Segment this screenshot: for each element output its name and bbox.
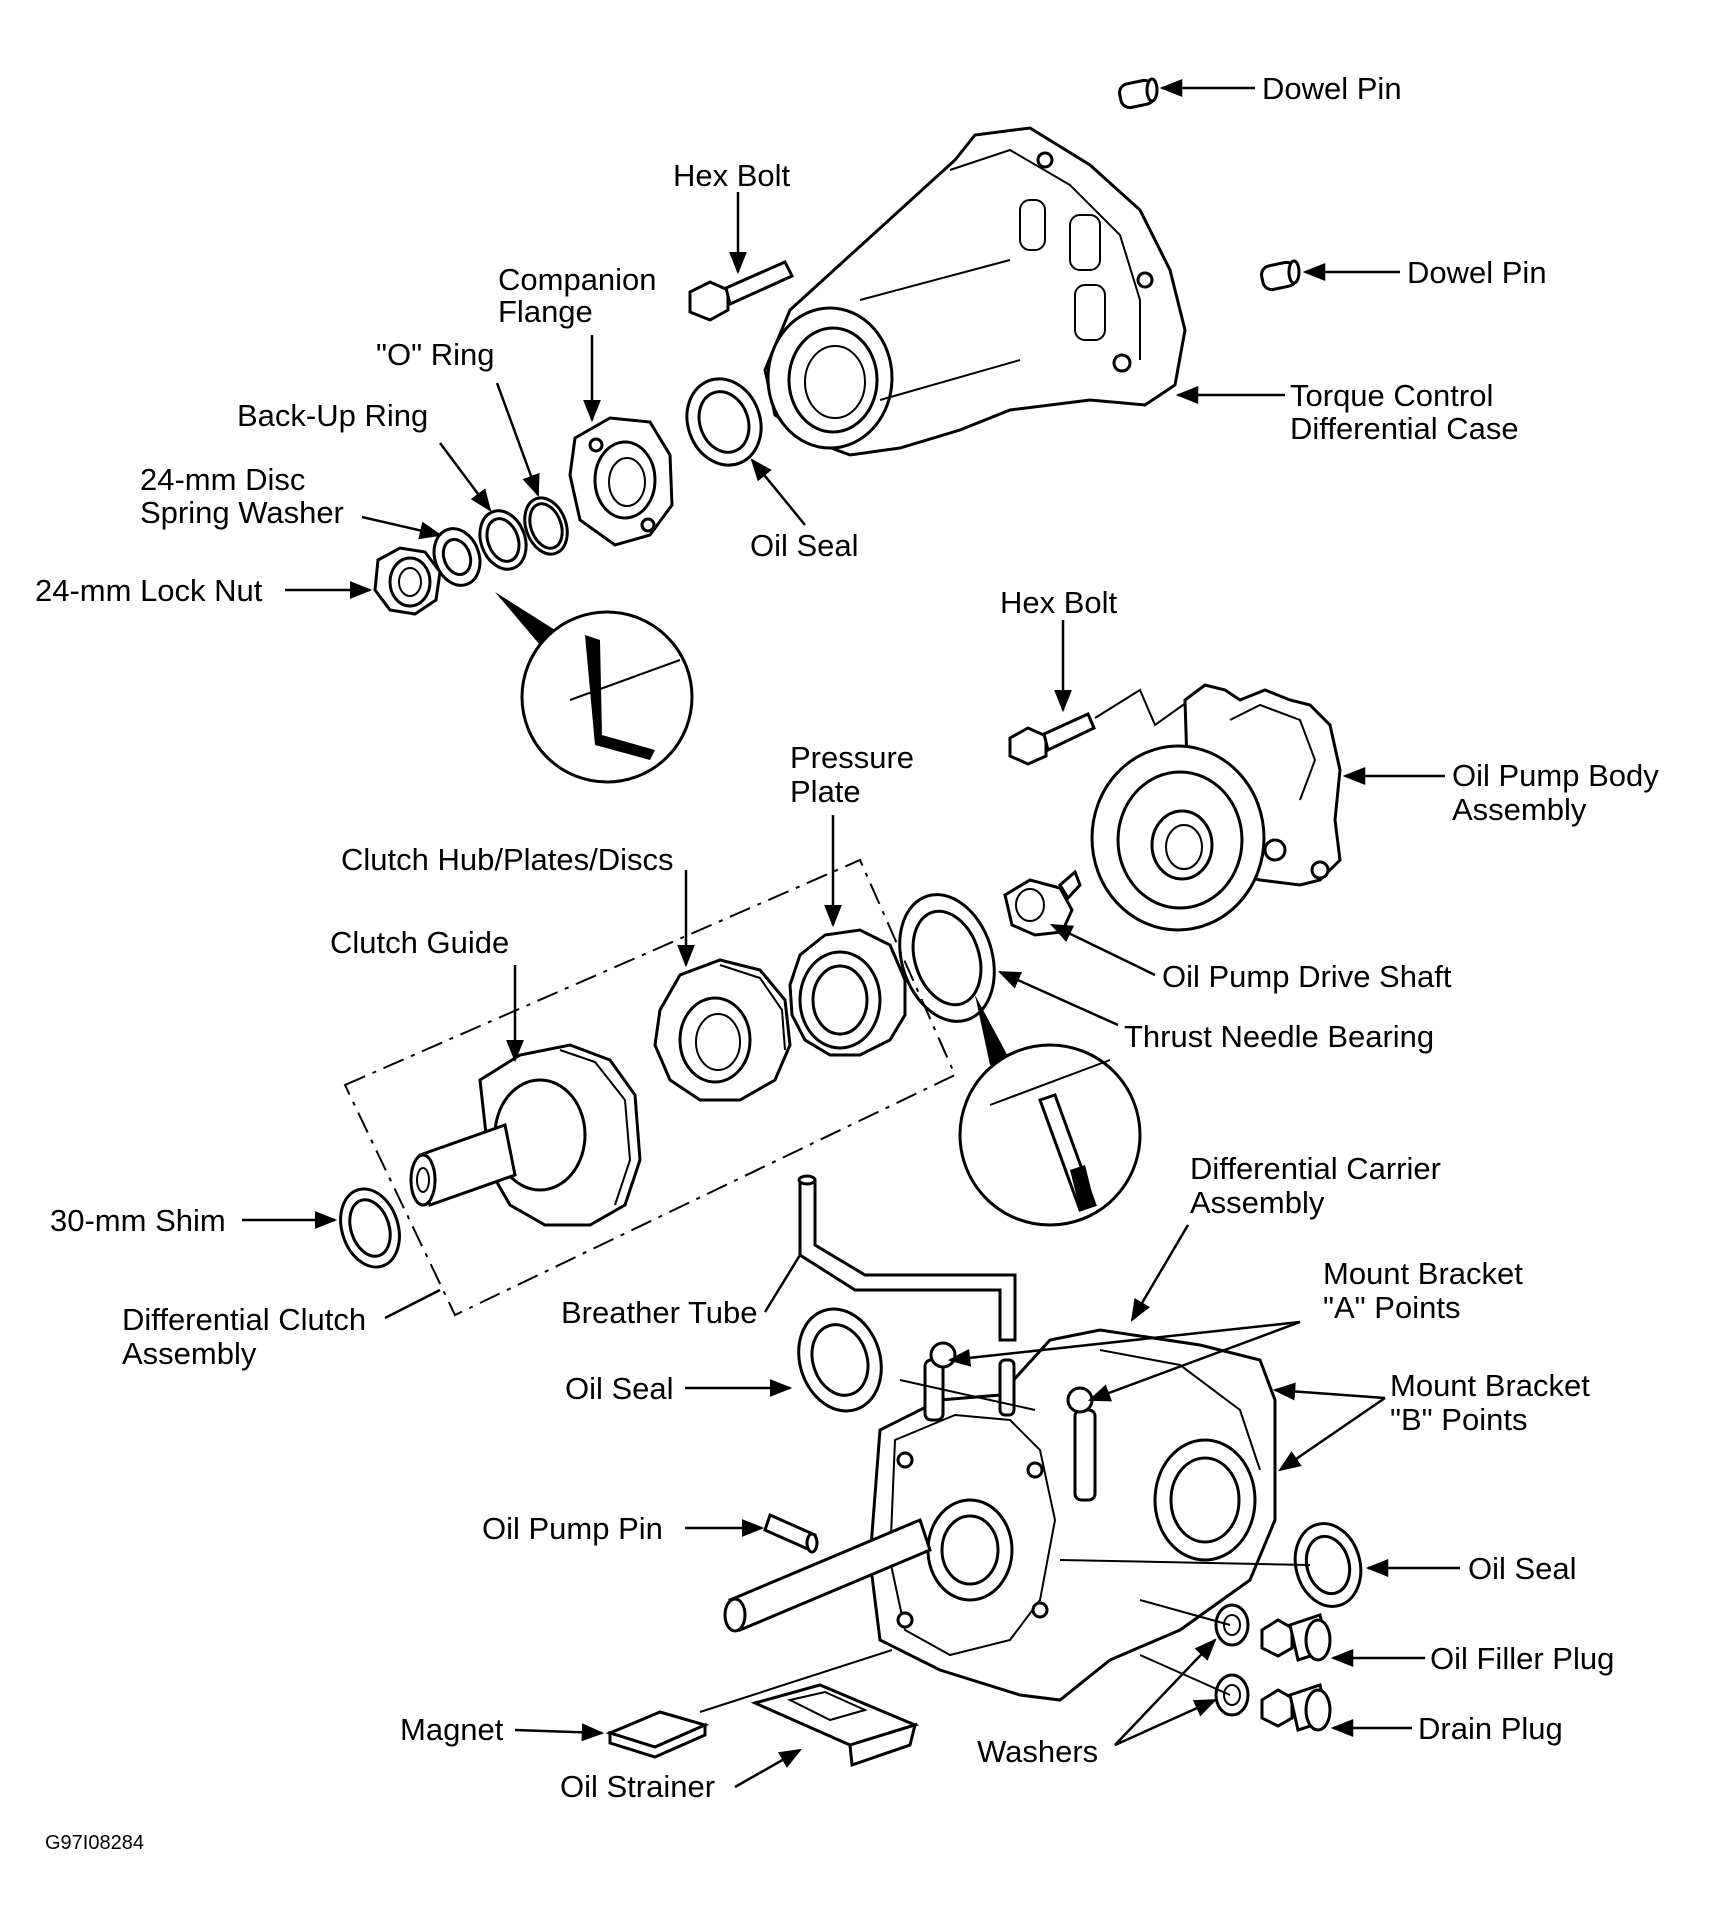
lock-nut-icon <box>373 546 442 616</box>
label-torque-case-line2: Differential Case <box>1290 411 1519 446</box>
label-dowel-pin-top: Dowel Pin <box>1262 71 1402 106</box>
dowel-pin-top-icon <box>1118 77 1159 110</box>
dowel-pin-mid-icon <box>1260 259 1301 292</box>
oil-pump-pin-icon <box>763 1512 819 1554</box>
label-oil-seal-top: Oil Seal <box>750 528 859 563</box>
label-oil-seal-left: Oil Seal <box>565 1371 674 1406</box>
label-mount-b-line1: Mount Bracket <box>1390 1368 1590 1403</box>
label-clutch-guide: Clutch Guide <box>330 925 509 960</box>
label-disc-spring-washer-line2: Spring Washer <box>140 495 344 530</box>
label-diff-carrier-line1: Differential Carrier <box>1190 1151 1441 1186</box>
label-oil-pump-drive-shaft: Oil Pump Drive Shaft <box>1162 959 1452 994</box>
breather-tube-icon <box>797 1174 1017 1342</box>
label-o-ring: "O" Ring <box>376 337 495 372</box>
label-lock-nut: 24-mm Lock Nut <box>35 573 263 608</box>
companion-flange-icon <box>568 416 674 547</box>
label-diff-carrier-line2: Assembly <box>1190 1185 1325 1220</box>
oil-pump-body-assembly-icon <box>1090 683 1342 932</box>
o-ring-icon <box>523 496 569 556</box>
label-diff-clutch-line2: Assembly <box>122 1336 257 1371</box>
label-hex-bolt-top: Hex Bolt <box>673 158 791 193</box>
label-companion-flange-line2: Flange <box>498 294 593 329</box>
figure-code: G97I08284 <box>45 1832 144 1854</box>
label-dowel-pin-mid: Dowel Pin <box>1407 255 1547 290</box>
label-breather-tube: Breather Tube <box>561 1295 757 1330</box>
differential-carrier-assembly-icon <box>723 1328 1277 1702</box>
differential-clutch-assembly-frame <box>343 858 957 1317</box>
oil-pump-drive-shaft-icon <box>1003 869 1082 937</box>
label-drain-plug: Drain Plug <box>1418 1711 1563 1746</box>
disc-spring-washer-icon <box>432 527 482 587</box>
oil-seal-top-icon <box>685 377 763 467</box>
oil-filler-plug-icon <box>1260 1613 1332 1662</box>
pressure-plate-icon <box>788 928 907 1057</box>
label-oil-seal-right: Oil Seal <box>1468 1551 1577 1586</box>
label-mount-b-line2: "B" Points <box>1390 1402 1527 1437</box>
oil-seal-right-icon <box>1293 1522 1363 1608</box>
label-back-up-ring: Back-Up Ring <box>237 398 428 433</box>
washer-section-detail-icon <box>495 592 694 784</box>
label-hex-bolt-mid: Hex Bolt <box>1000 585 1118 620</box>
washer-lower-icon <box>1214 1673 1250 1717</box>
clutch-guide-icon <box>409 1043 642 1227</box>
label-oil-pump-body-line1: Oil Pump Body <box>1452 758 1659 793</box>
label-mount-a-line2: "A" Points <box>1323 1290 1460 1325</box>
thrust-needle-bearing-icon <box>898 893 996 1023</box>
back-up-ring-icon <box>478 509 528 571</box>
label-disc-spring-washer-line1: 24-mm Disc <box>140 462 305 497</box>
label-torque-case-line1: Torque Control <box>1290 378 1493 413</box>
oil-seal-left-icon <box>797 1307 883 1413</box>
label-thrust-needle-bearing: Thrust Needle Bearing <box>1124 1019 1434 1054</box>
label-companion-flange-line1: Companion <box>498 262 657 297</box>
label-clutch-hub: Clutch Hub/Plates/Discs <box>341 842 674 877</box>
shim-icon <box>339 1187 401 1269</box>
part-labels: Dowel Pin Dowel Pin Hex Bolt Companion F… <box>35 71 1659 1854</box>
hex-bolt-mid-icon <box>1008 688 1191 766</box>
label-oil-filler-plug: Oil Filler Plug <box>1430 1641 1614 1676</box>
drain-plug-icon <box>1260 1683 1332 1732</box>
label-oil-strainer: Oil Strainer <box>560 1769 715 1804</box>
oil-strainer-icon <box>750 1683 920 1768</box>
hex-bolt-top-icon <box>688 260 795 322</box>
label-washers: Washers <box>977 1734 1098 1769</box>
label-diff-clutch-line1: Differential Clutch <box>122 1302 366 1337</box>
washer-upper-icon <box>1214 1603 1250 1647</box>
label-pressure-plate-line2: Plate <box>790 774 861 809</box>
bearing-section-detail-icon <box>958 995 1142 1227</box>
assembly-axis-lines <box>699 1379 1311 1713</box>
leader-lines <box>242 79 1460 1789</box>
label-shim: 30-mm Shim <box>50 1203 226 1238</box>
label-pressure-plate-line1: Pressure <box>790 740 914 775</box>
label-oil-pump-body-line2: Assembly <box>1452 792 1587 827</box>
torque-control-differential-case-icon <box>763 126 1187 457</box>
label-oil-pump-pin: Oil Pump Pin <box>482 1511 663 1546</box>
label-mount-a-line1: Mount Bracket <box>1323 1256 1523 1291</box>
label-magnet: Magnet <box>400 1712 504 1747</box>
magnet-icon <box>605 1710 710 1759</box>
clutch-hub-plates-discs-icon <box>653 958 792 1102</box>
